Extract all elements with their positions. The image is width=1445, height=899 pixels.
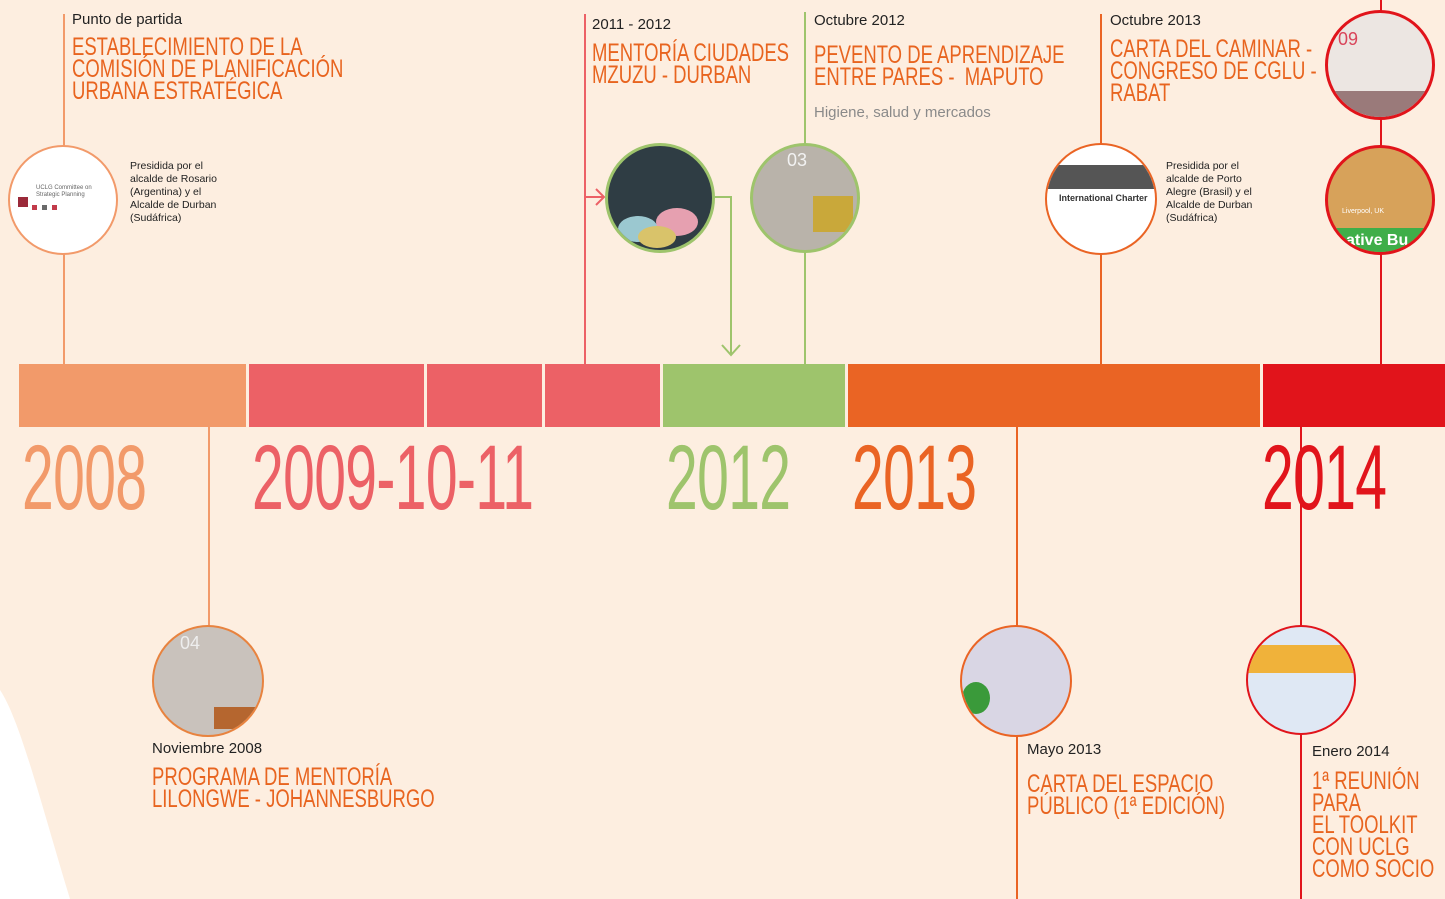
thumb-2008-nov: 04 — [152, 625, 264, 737]
charter-text: International Charter — [1059, 193, 1148, 203]
thumb-2013-oct: International Charter — [1045, 143, 1157, 255]
bar-segment-2010 — [427, 364, 542, 427]
thumb-2014-c — [1246, 625, 1356, 735]
event-2008-start-date: Punto de partida — [72, 11, 183, 28]
thumb-number-04: 04 — [180, 633, 201, 653]
event-2011-title: MENTORÍA CIUDADES MZUZU - DURBAN — [592, 39, 790, 89]
bar-segment-2014 — [1263, 364, 1445, 427]
thumb-green-shape — [962, 682, 990, 714]
thumb-green-banner — [1328, 228, 1432, 252]
ative-text: ative Bu — [1346, 232, 1409, 249]
event-2012-date: Octubre 2012 — [814, 12, 905, 29]
logo-dot — [32, 205, 37, 210]
thumb-number-03: 03 — [787, 150, 808, 170]
thumb-2014-a: 09 — [1325, 10, 1435, 120]
arrow-2012 — [713, 196, 741, 357]
line-2011 — [584, 14, 586, 366]
event-2013-may-title: CARTA DEL ESPACIO PÚBLICO (1ª EDICIÓN) — [1027, 770, 1226, 820]
event-2013-oct-title: CARTA DEL CAMINAR - CONGRESO DE CGLU - R… — [1110, 35, 1317, 107]
event-2008-start-note: Presidida por el alcalde de Rosario (Arg… — [130, 160, 217, 224]
event-2011-date: 2011 - 2012 — [592, 16, 671, 33]
year-label-2009-11: 2009-10-11 — [252, 427, 534, 529]
year-label-2012: 2012 — [666, 427, 791, 529]
event-2013-oct-note: Presidida por el alcalde de Porto Alegre… — [1166, 160, 1253, 224]
year-label-2013: 2013 — [852, 427, 977, 529]
logo-dot — [52, 205, 57, 210]
bar-segment-2012 — [663, 364, 845, 427]
year-label-2014: 2014 — [1262, 427, 1387, 529]
thumb-2008-start: UCLG Committee on Strategic Planning — [8, 145, 118, 255]
liverpool-text: Liverpool, UK — [1342, 208, 1385, 215]
year-label-2008: 2008 — [22, 427, 147, 529]
event-2014-date: Enero 2014 — [1312, 743, 1390, 760]
thumb-2012: 03 — [750, 143, 860, 253]
bar-segment-2008 — [19, 364, 246, 427]
thumb-plaza — [1328, 91, 1432, 117]
thumb-photo-strip — [1047, 165, 1155, 189]
thumb-art — [813, 196, 853, 232]
logo-dot — [42, 205, 47, 210]
uclg-logo-squares — [18, 197, 28, 207]
event-2008-nov-date: Noviembre 2008 — [152, 740, 263, 757]
event-2014-title: 1ª REUNIÓN PARA EL TOOLKIT CON UCLG COMO… — [1312, 767, 1435, 883]
bar-segment-2009 — [249, 364, 424, 427]
event-2012-subtitle: Higiene, salud y mercados — [814, 104, 991, 121]
event-2013-oct-date: Octubre 2013 — [1110, 12, 1201, 29]
thumb-band — [214, 707, 262, 729]
event-2008-nov-title: PROGRAMA DE MENTORÍA LILONGWE - JOHANNES… — [152, 763, 435, 813]
event-2013-may-date: Mayo 2013 — [1027, 741, 1102, 758]
event-2012-title: PEVENTO DE APRENDIZAJE ENTRE PARES - MAP… — [814, 41, 1065, 91]
thumb-2014-b: Liverpool, UK ative Bu — [1325, 145, 1435, 255]
arrow-2011 — [585, 188, 606, 206]
thumb-2011 — [605, 143, 715, 253]
bar-segment-2011 — [545, 364, 660, 427]
thumb-2013-may — [960, 625, 1072, 737]
line-2008-nov — [208, 426, 210, 631]
thumb-cloud — [638, 226, 676, 248]
uclg-logo-text: UCLG Committee on Strategic Planning — [36, 185, 92, 198]
thumb-orange-top — [1248, 645, 1354, 673]
bar-segment-2013 — [848, 364, 1260, 427]
event-2008-start-title: ESTABLECIMIENTO DE LA COMISIÓN DE PLANIF… — [72, 33, 344, 105]
thumb-number-09: 09 — [1338, 29, 1359, 49]
